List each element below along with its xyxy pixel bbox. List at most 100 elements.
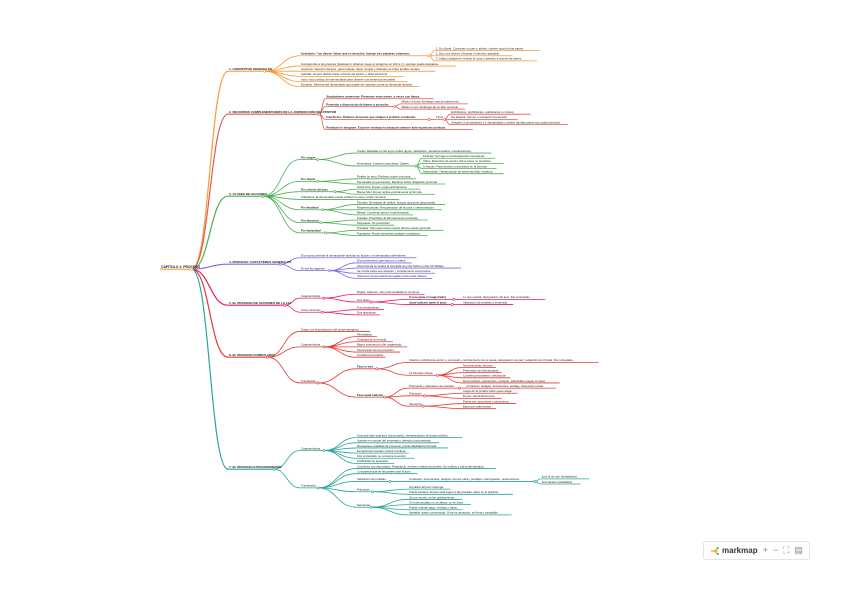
collapse-toggle[interactable] [383,395,387,399]
mindmap-node[interactable]: La fórmula incluye: [409,371,433,375]
collapse-toggle[interactable] [322,296,326,300]
collapse-toggle[interactable] [283,303,287,307]
mindmap-node[interactable]: Stipulationes praetoriae: Promesas entre… [326,95,420,99]
mindmap-node[interactable]: Totalidad de la fórmula. [357,338,387,342]
mindmap-node[interactable]: En las ley agrarias [301,266,325,270]
mindmap-node[interactable]: De adquirir, retener o recuperar la pose… [451,115,508,119]
mindmap-node[interactable]: Demonstratio, praescriptio, exceptio, ad… [463,379,546,383]
mindmap-node[interactable]: 2. Dico (ius dicere): Declarar el derech… [436,52,500,56]
mindmap-node[interactable]: Tres declarativas. [357,306,380,310]
mindmap-node[interactable]: Se por escrito, se lee públicamente. [409,495,455,499]
mindmap-node[interactable]: Fase apud iudicem [357,393,383,397]
collapse-toggle[interactable] [190,267,194,271]
mindmap-node[interactable]: Cinco acciones [301,308,321,312]
collapse-toggle[interactable] [272,467,276,471]
mindmap-node[interactable]: El juez valora libremente. [463,394,496,398]
mindmap-node[interactable]: Reales (in rem): Reclamo sobre una cosa. [357,175,411,179]
mindmap-node[interactable]: Rígido, solemne, solo para ciudadanos ro… [357,290,420,294]
mindmap-node[interactable]: Interdictos: Órdenes del pretor que obli… [326,114,416,119]
mindmap-node[interactable]: Apud iudicem (ante el juez) [409,300,446,304]
mindmap-node[interactable]: 3. Addico (addicere): Atribuir la cosa o… [436,57,522,61]
zoom-in-button[interactable]: + [762,545,768,555]
collapse-toggle[interactable] [369,300,373,304]
collapse-toggle[interactable] [533,480,537,483]
branch-node[interactable]: 2. RECURSOS COMPLEMENTARIOS DE LA JURISD… [229,109,337,114]
mindmap-node[interactable]: Bonae fidei: El juez aplica estrictament… [357,190,423,194]
mindmap-node[interactable]: Principios [357,488,370,492]
mindmap-node[interactable]: Se confía sobre sus acuerdo y complement… [357,269,431,273]
branch-node[interactable]: 4. PROCESO: CARACTERES GENERALES [229,260,291,264]
mindmap-node[interactable]: Adyecticias: Transposición de personas (… [423,169,493,173]
mindmap-node[interactable]: Corresponde a los pretores (tutelares in… [301,62,439,66]
mindmap-node[interactable]: Dos ejecutivas. [357,311,377,315]
mindmap-node[interactable]: Missio in bona: Embargo total del patrim… [402,100,460,104]
mindmap-node[interactable]: Tramitación [301,379,316,383]
mindmap-node[interactable]: In factum: Para hechos no previstos en l… [423,164,488,168]
branch-node[interactable]: 7. EL PROCESO EXTRAORDINARIO [229,465,282,469]
collapse-toggle[interactable] [328,269,331,273]
mindmap-node[interactable]: Confesión, documentos, testigos (menos v… [409,477,520,481]
mindmap-node[interactable]: Sentencia [357,503,370,507]
mindmap-node[interactable]: Por titularidad [301,229,321,233]
mindmap-node[interactable]: Perpetuas: No prescriben. [357,221,391,225]
collapse-toggle[interactable] [388,480,392,483]
toggle-recursive-button[interactable]: ▤ [794,545,803,555]
mindmap-node[interactable]: Dos fases [357,298,370,302]
mindmap-node[interactable]: Ejecución patrimonial. [463,405,491,409]
mindmap-node[interactable]: Carga de la prueba sobre quien alega. [463,389,513,393]
mindmap-node[interactable]: Puede ser: pecuniaria o absolutoria. [463,399,509,403]
collapse-toggle[interactable] [322,449,326,452]
mindmap-node[interactable]: Por criterio del juez [301,187,328,191]
collapse-toggle[interactable] [316,486,320,490]
mindmap-node[interactable]: Iurisdictio: "ius dicere" (decir qué es … [301,52,410,56]
mindmap-node[interactable]: Condena pecuniaria o absolución. [463,374,507,378]
mindmap-node[interactable]: Litis contestatio no consume la acción. [357,454,407,458]
mindmap-node[interactable]: Citación, solicitud de acción y concesió… [409,358,574,362]
mindmap-node[interactable]: Tipos [436,115,444,119]
mindmap-node[interactable]: Justicia en nombre del emperador, derech… [357,439,432,443]
mindmap-node[interactable]: Puede ordenar pago, entrega o hacer. [409,506,458,510]
mindmap-node[interactable]: Comienza con denuntiatio: Preámbulo, hec… [357,464,484,468]
mindmap-node[interactable]: Penales: Derivadas de delitos, buscan un… [357,200,436,204]
mindmap-node[interactable]: Exhibitorios, prohibitorios, restitutori… [451,110,514,114]
mindmap-node[interactable]: Surge con la jurisdicción del pretor per… [301,327,359,331]
collapse-toggle[interactable] [421,404,425,408]
mindmap-node[interactable]: Iudicatio: El juez decide sobre el fondo… [301,72,388,76]
branch-node[interactable]: 5. EL PROCESO DE ACCIONES DE LA LEY [229,301,293,305]
collapse-toggle[interactable] [320,310,324,314]
collapse-toggle[interactable] [452,298,456,301]
mindmap-node[interactable]: Impulsión El juez interroga. [409,485,444,489]
branch-node[interactable]: 1. CONCEPTOS GENERALES [229,67,272,71]
mindmap-node[interactable]: Exceptio: Defensa del demandado que pued… [301,82,413,86]
collapse-toggle[interactable] [317,112,321,116]
markmap-logo[interactable]: markmap [710,546,758,556]
collapse-toggle[interactable] [371,490,374,494]
zoom-out-button[interactable]: − [772,545,779,555]
mindmap-node[interactable]: Principios [409,392,422,396]
collapse-toggle[interactable] [427,54,431,58]
collapse-toggle[interactable] [457,386,461,390]
mindmap-node[interactable]: Missio in rem: Embargo de un bien concre… [402,105,460,109]
mindmap-node[interactable]: Posibilidad de apelación. [357,459,389,463]
mindmap-node[interactable]: Iuris et de iure (irrebatibles). [542,475,578,479]
mindmap-node[interactable]: Útiles: Extensión de acción civil a caso… [423,159,491,163]
mindmap-node[interactable]: Aparecen compensaciones legales para evi… [357,274,427,278]
mindmap-node[interactable]: El proceso permite al demandante ejercit… [301,254,407,258]
collapse-toggle[interactable] [436,373,439,377]
mindmap-node[interactable]: Civiles: Basadas en las leyes civiles (l… [357,149,472,153]
mindmap-node[interactable]: Características [301,294,321,298]
collapse-toggle[interactable] [423,394,426,398]
mindmap-node[interactable]: Una sola fase ante juez (funcionario), r… [357,433,449,437]
mindmap-node[interactable]: Privadas: Solo quien tiene interés direc… [357,226,431,230]
fit-window-button[interactable]: ⛶ [783,545,790,555]
mindmap-node[interactable]: Condena pecuniaria. [357,353,384,357]
mindmap-node[interactable]: Actio: Acto jurídico del demandante para… [301,77,396,81]
collapse-toggle[interactable] [414,164,418,168]
mindmap-node[interactable]: Valoración de pruebas: [357,477,387,481]
mindmap-node[interactable]: Por duración [301,218,319,222]
mindmap-node[interactable]: Ficticias: Se finge un hecho/derecho ine… [423,154,485,158]
mindmap-node[interactable]: Anuales: Prescriben al año (acciones pre… [357,216,419,220]
mindmap-node[interactable]: Intervención de la excepción. [357,348,395,352]
mindmap-node[interactable]: Nombramiento del juez. [463,363,494,367]
